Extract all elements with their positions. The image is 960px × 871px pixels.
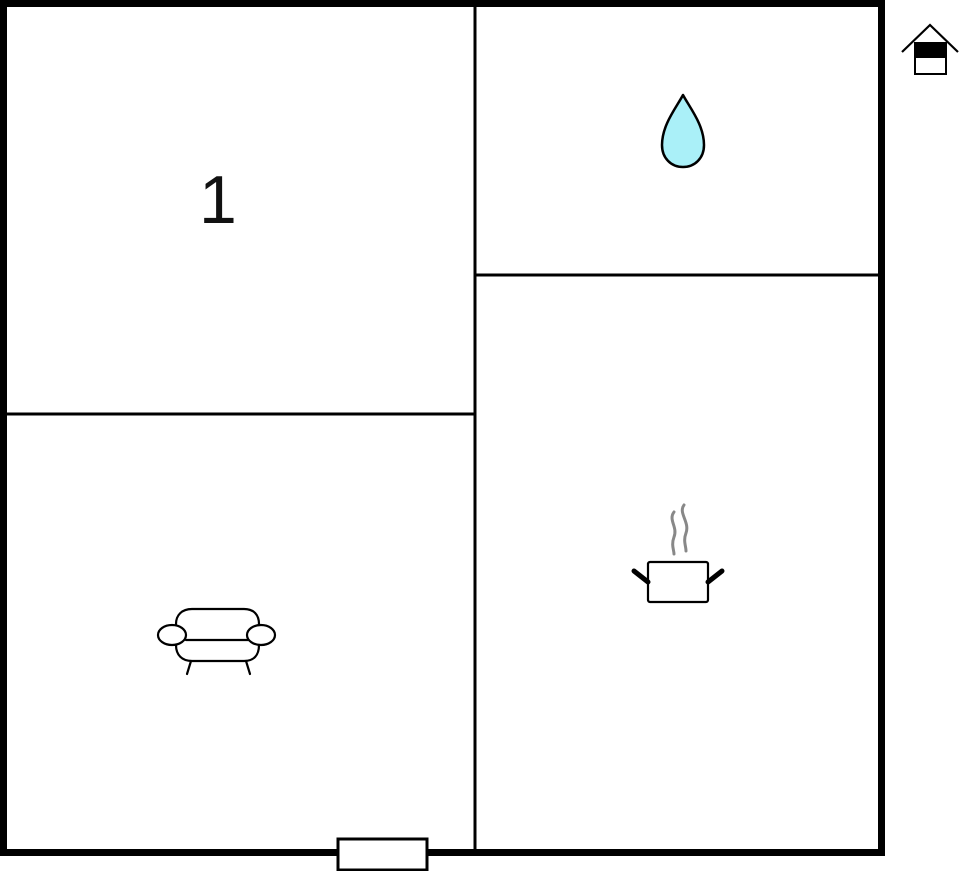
water-drop-icon — [660, 93, 706, 169]
room-label-bedroom: 1 — [199, 162, 237, 238]
cooking-pot-icon — [631, 503, 725, 604]
outer-wall — [0, 0, 885, 856]
sofa-icon — [156, 607, 277, 676]
front-door — [336, 837, 429, 871]
house-entrance-icon — [901, 23, 959, 75]
